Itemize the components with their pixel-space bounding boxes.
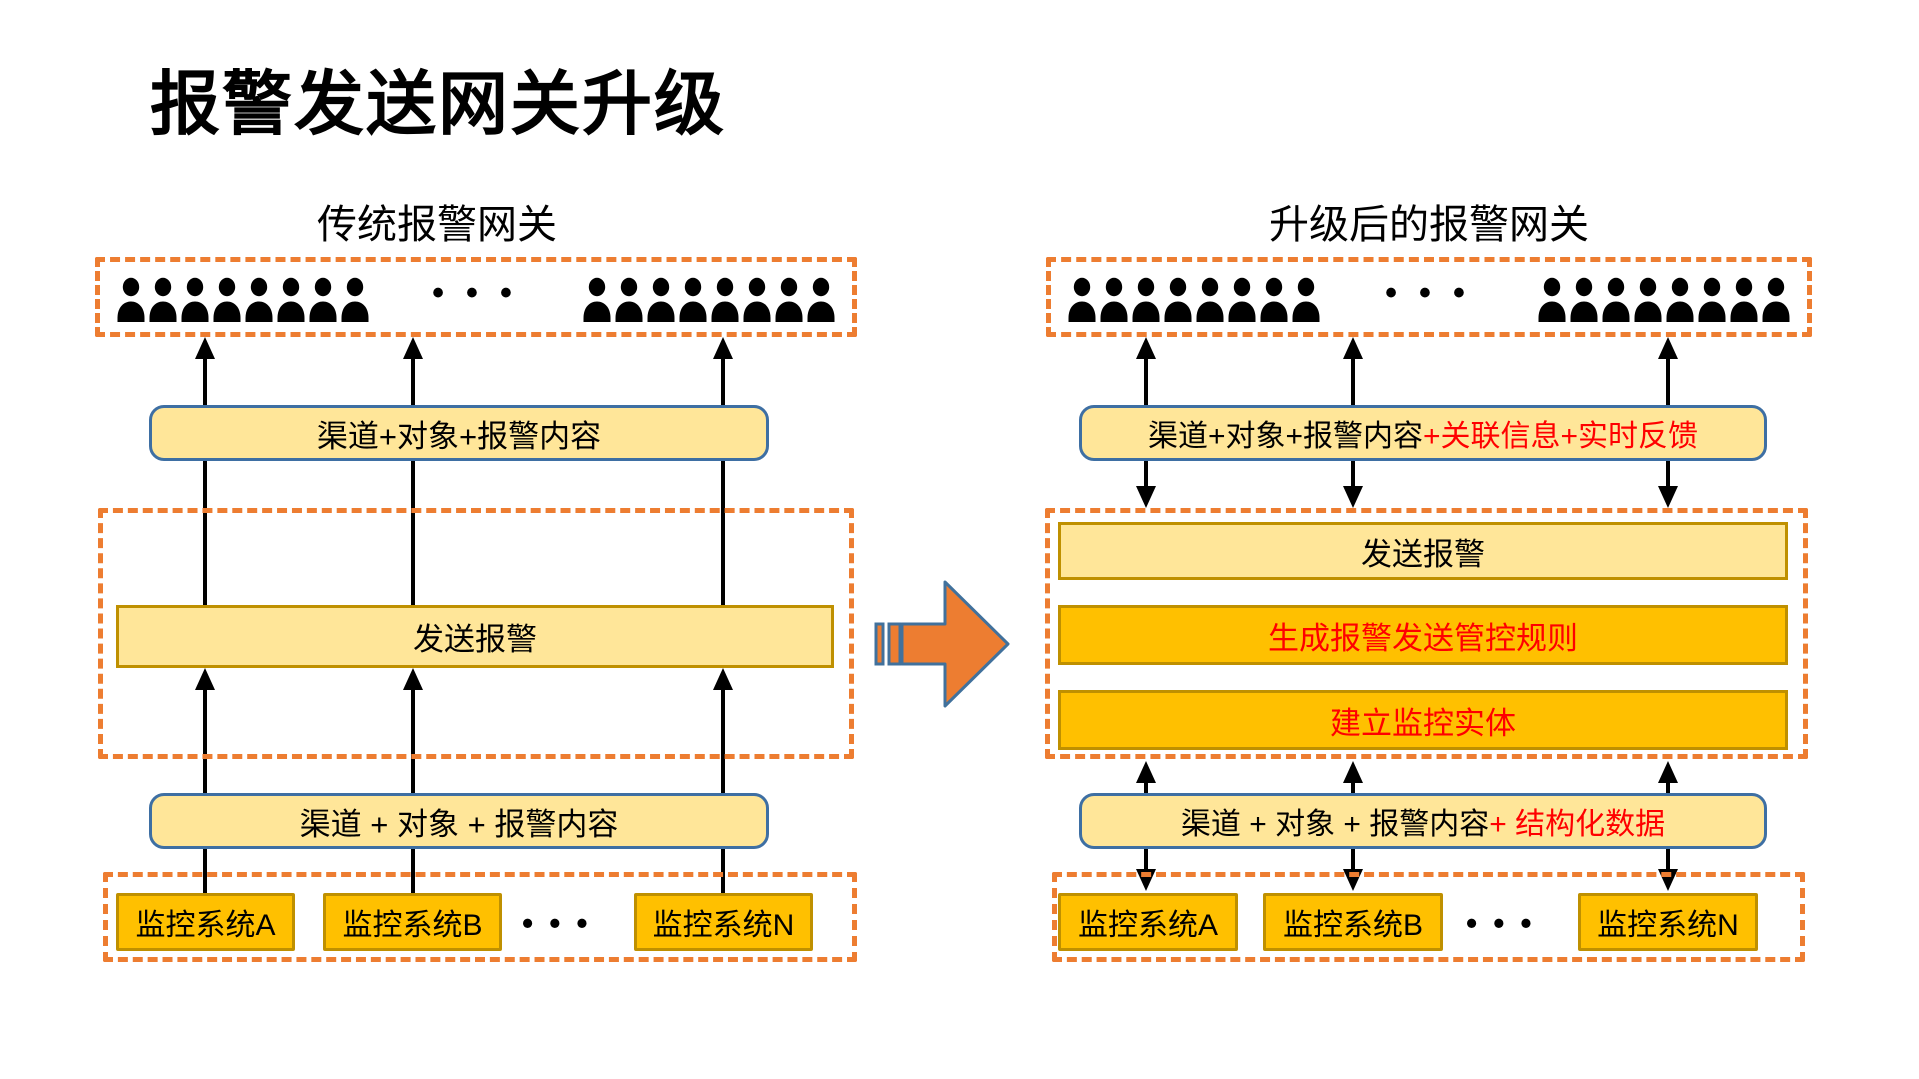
person-icon [309, 277, 337, 322]
person-icon [1698, 277, 1726, 322]
right-systems-ellipsis: ••• [1466, 905, 1548, 941]
person-icon [1602, 277, 1630, 322]
left-user-icons-group-1 [116, 277, 370, 323]
right-users-group-box: ••• [1046, 257, 1812, 337]
right-system-b-box: 监控系统B [1263, 893, 1443, 951]
right-entity-creation-box: 建立监控实体 [1058, 690, 1788, 750]
person-icon [277, 277, 305, 322]
right-channel-top-box: 渠道+对象+报警内容+关联信息+实时反馈 [1079, 405, 1767, 461]
person-icon [341, 277, 369, 322]
left-heading: 传统报警网关 [317, 203, 557, 247]
left-system-n-box: 监控系统N [634, 893, 813, 951]
person-icon [149, 277, 177, 322]
person-icon [583, 277, 611, 322]
right-systems-dashed-box [1052, 872, 1805, 962]
left-system-a-label: 监控系统A [135, 909, 276, 942]
person-icon [775, 277, 803, 322]
person-icon [711, 277, 739, 322]
person-icon [1666, 277, 1694, 322]
left-users-group-box: ••• [95, 257, 857, 337]
person-icon [1132, 277, 1160, 322]
right-system-n-box: 监控系统N [1578, 893, 1758, 951]
left-engine-dashed-box [98, 508, 854, 759]
page-title: 报警发送网关升级 [150, 65, 726, 143]
right-entity-creation-label: 建立监控实体 [1330, 705, 1516, 741]
right-channel-top-label-black: 渠道+对象+报警内容 [1147, 420, 1423, 453]
right-system-n-label: 监控系统N [1597, 909, 1739, 942]
left-send-alarm-label: 发送报警 [413, 622, 537, 657]
right-rule-generation-box: 生成报警发送管控规则 [1058, 605, 1788, 665]
person-icon [117, 277, 145, 322]
left-user-icons-group-2 [582, 277, 836, 323]
person-icon [1634, 277, 1662, 322]
left-system-b-box: 监控系统B [323, 893, 502, 951]
person-icon [1762, 277, 1790, 322]
person-icon [1730, 277, 1758, 322]
person-icon [807, 277, 835, 322]
left-channel-bottom-box: 渠道 + 对象 + 报警内容 [149, 793, 769, 849]
person-icon [245, 277, 273, 322]
person-icon [1260, 277, 1288, 322]
right-channel-bottom-label-black: 渠道 + 对象 + 报警内容 [1180, 808, 1490, 841]
person-icon [1292, 277, 1320, 322]
left-systems-ellipsis: ••• [522, 905, 604, 941]
right-system-a-box: 监控系统A [1058, 893, 1238, 951]
person-icon [181, 277, 209, 322]
left-channel-top-label: 渠道+对象+报警内容 [316, 418, 602, 454]
left-system-a-box: 监控系统A [116, 893, 295, 951]
person-icon [1196, 277, 1224, 322]
person-icon [1068, 277, 1096, 322]
left-systems-dashed-box [103, 872, 857, 962]
left-channel-top-box: 渠道+对象+报警内容 [149, 405, 769, 461]
person-icon [679, 277, 707, 322]
right-send-alarm-box: 发送报警 [1058, 522, 1788, 580]
right-heading: 升级后的报警网关 [1269, 203, 1589, 247]
right-send-alarm-label: 发送报警 [1361, 536, 1485, 572]
left-system-n-label: 监控系统N [652, 909, 795, 942]
right-channel-bottom-box: 渠道 + 对象 + 报警内容 + 结构化数据 [1079, 793, 1767, 849]
person-icon [1164, 277, 1192, 322]
right-system-a-label: 监控系统A [1077, 909, 1218, 942]
left-system-b-label: 监控系统B [342, 909, 483, 942]
person-icon [213, 277, 241, 322]
right-user-icons-group-1 [1067, 277, 1321, 323]
left-channel-bottom-label: 渠道 + 对象 + 报警内容 [299, 806, 619, 842]
right-system-b-label: 监控系统B [1282, 909, 1423, 942]
left-users-ellipsis: ••• [432, 274, 534, 312]
right-channel-bottom-label-red: + 结构化数据 [1489, 808, 1666, 841]
person-icon [1100, 277, 1128, 322]
left-send-alarm-box: 发送报警 [116, 605, 834, 668]
person-icon [615, 277, 643, 322]
right-users-ellipsis: ••• [1385, 274, 1487, 312]
right-channel-top-label-red: +关联信息+实时反馈 [1423, 420, 1699, 453]
right-user-icons-group-2 [1537, 277, 1791, 323]
person-icon [1570, 277, 1598, 322]
person-icon [1228, 277, 1256, 322]
right-rule-generation-label: 生成报警发送管控规则 [1268, 620, 1578, 656]
right-engine-dashed-box [1045, 508, 1808, 759]
upgrade-arrow-icon [874, 580, 1010, 708]
person-icon [1538, 277, 1566, 322]
person-icon [647, 277, 675, 322]
person-icon [743, 277, 771, 322]
